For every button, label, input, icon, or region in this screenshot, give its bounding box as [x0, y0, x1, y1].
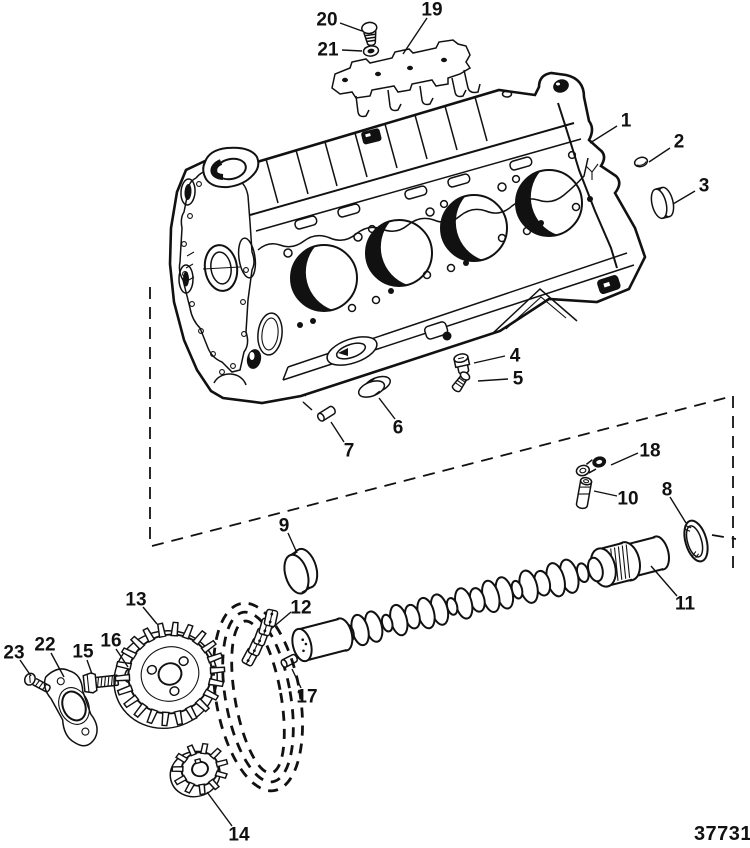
plate-screw: [23, 672, 51, 693]
callout-18-label: 18: [639, 441, 660, 462]
callout-4-label: 4: [510, 346, 521, 367]
callout-11-leader: [650, 565, 678, 597]
camshaft-bearing-ring: [683, 519, 709, 563]
callout-10-label: 10: [617, 489, 638, 510]
expansion-plug-small: [633, 156, 649, 168]
cylinder-bores: [290, 169, 583, 312]
callout-5-label: 5: [513, 369, 524, 390]
callout-2-leader: [648, 147, 671, 163]
sprocket-pin: [280, 653, 298, 668]
callout-9-label: 9: [279, 516, 290, 537]
callout-8-label: 8: [662, 480, 673, 501]
callout-1-label: 1: [621, 111, 632, 132]
callout-15-leader: [86, 659, 93, 675]
callout-17-leader: [291, 668, 302, 689]
retainer-link: [575, 456, 607, 477]
callout-14-label: 14: [228, 825, 250, 846]
callout-9-leader: [287, 532, 298, 554]
callout-22-label: 22: [34, 635, 55, 656]
callout-5-leader: [477, 378, 509, 382]
rear-flange: [553, 79, 621, 295]
cylinder-block: [168, 71, 647, 405]
callout-20-leader: [339, 22, 363, 32]
callout-16-label: 16: [100, 631, 121, 652]
valley-ribs: [265, 96, 488, 204]
dowel-pin: [316, 405, 336, 422]
callout-11-label: 11: [675, 594, 696, 615]
callout-8-leader: [669, 496, 687, 524]
bracket-screw: [361, 21, 378, 47]
camshaft: [291, 535, 670, 663]
callout-20-label: 20: [316, 10, 337, 31]
valley-oil-hole: [361, 128, 382, 145]
drain-bolt: [451, 371, 471, 393]
callout-16-leader: [115, 648, 129, 668]
drain-plug-boss: [423, 321, 452, 341]
callout-12-leader: [270, 611, 292, 630]
callout-21-leader: [341, 49, 363, 52]
crankshaft-sprocket: [169, 742, 229, 798]
core-plug-boss: [326, 336, 378, 366]
callout-4-leader: [473, 355, 506, 364]
cylinder-bore: [366, 221, 408, 286]
callout-18-leader: [610, 452, 639, 466]
callout-7-label: 7: [344, 441, 355, 462]
callout-3-leader: [672, 190, 696, 205]
callout-6-label: 6: [393, 418, 404, 439]
head-bolt-bosses: [294, 156, 533, 230]
callout-23-label: 23: [3, 643, 24, 664]
oval-core-plug: [357, 375, 391, 398]
callout-21-label: 21: [317, 40, 339, 61]
bracket-washer: [362, 45, 380, 57]
callout-19-label: 19: [421, 0, 442, 21]
callout-1-leader: [589, 125, 618, 144]
cylinder-bore: [441, 196, 483, 261]
lifter-retainer-bracket: [331, 39, 481, 118]
deck-bolt-holes: [283, 150, 593, 328]
callout-15-label: 15: [72, 642, 94, 663]
cylinder-bore: [516, 171, 558, 236]
callout-17-label: 17: [296, 687, 317, 708]
pipe-plug: [453, 353, 471, 375]
callout-7-leader: [330, 421, 345, 443]
lifting-pad-hole: [501, 90, 513, 98]
mount-gusset: [491, 287, 578, 335]
callout-2-label: 2: [674, 132, 685, 153]
callout-10-leader: [593, 490, 618, 497]
thrust-plate: [43, 668, 98, 747]
callout-12-label: 12: [290, 598, 311, 619]
callout-3-label: 3: [699, 176, 710, 197]
cylinder-bore: [291, 246, 333, 311]
callout-22-leader: [50, 652, 65, 678]
callout-13-label: 13: [125, 590, 146, 611]
camshaft-sprocket: [113, 621, 226, 730]
drawing-number: 37731: [694, 823, 750, 845]
timing-chain: [212, 601, 304, 793]
expansion-plug-cup: [650, 186, 675, 220]
front-top-boss: [202, 146, 260, 189]
chain-link-segment: [241, 608, 279, 667]
callout-14-leader: [206, 791, 233, 827]
callout-19-leader: [402, 17, 428, 55]
oil-gallery-pin: [575, 476, 593, 510]
camshaft-bushing: [283, 547, 319, 595]
callout-13-leader: [142, 606, 158, 625]
timing-face-bolt-holes: [181, 181, 249, 375]
callout-23-leader: [19, 659, 32, 677]
cam-bore: [203, 244, 239, 292]
chain-link: [263, 608, 279, 628]
callout-6-leader: [378, 397, 396, 420]
timing-face: [178, 170, 283, 386]
sprocket-bolt: [82, 672, 120, 694]
